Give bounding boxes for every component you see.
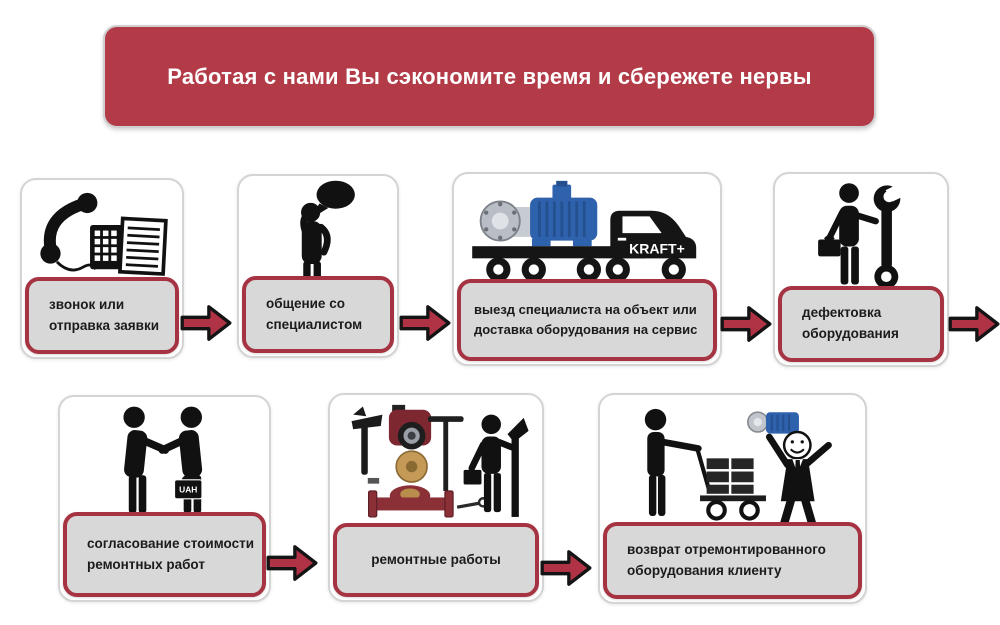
truck-brand-text: KRAFT+: [629, 241, 685, 257]
step-card-specialist: общение со специалистом: [237, 174, 399, 358]
repair-tools-icon: [351, 404, 529, 518]
label-line: возврат отремонтированного: [627, 541, 826, 557]
truck-pump-icon: KRAFT+: [472, 180, 697, 282]
label-line: оборудования клиенту: [627, 562, 782, 578]
flow-arrow-icon: [948, 306, 1000, 342]
step-label-visit: выезд специалиста на объект или доставка…: [457, 279, 717, 361]
flow-arrow-icon: [540, 550, 592, 586]
label-line: общение со: [266, 295, 345, 311]
label-line: дефектовка: [802, 305, 882, 321]
flow-arrow-icon: [720, 306, 772, 342]
banner-title: Работая с нами Вы сэкономите время и сбе…: [167, 63, 812, 89]
label-line: выезд специалиста на объект или: [474, 301, 697, 317]
step-card-visit: KRAFT+ выезд специалиста на объект или д…: [452, 172, 722, 366]
flow-arrow-icon: [180, 305, 232, 341]
briefcase-label-text: UAH: [179, 484, 197, 494]
label-line: доставка оборудования на сервис: [474, 322, 698, 337]
step-card-call: звонок или отправка заявки: [20, 178, 184, 359]
label-line: звонок или: [49, 296, 125, 312]
step-label-return: возврат отремонтированного оборудования …: [603, 522, 862, 599]
flow-arrow-icon: [399, 305, 451, 341]
label-line: ремонтные работы: [371, 551, 501, 567]
label-line: специалистом: [266, 316, 363, 332]
step-label-agreement: согласование стоимости ремонтных работ: [63, 512, 266, 597]
step-card-return: возврат отремонтированного оборудования …: [598, 393, 867, 604]
step-label-specialist: общение со специалистом: [242, 276, 394, 353]
step-card-repair: ремонтные работы: [328, 393, 544, 602]
client-return-icon: [644, 408, 832, 533]
label-line: отправка заявки: [49, 317, 160, 333]
flow-arrow-icon: [266, 545, 318, 581]
label-line: ремонтных работ: [87, 556, 205, 572]
step-label-repair: ремонтные работы: [333, 523, 539, 597]
label-line: оборудования: [802, 326, 899, 341]
handshake-icon: UAH: [122, 406, 203, 513]
step-card-agreement: UAH согласование стоимости ремонтных раб…: [58, 395, 271, 602]
phone-fax-icon: [40, 192, 168, 276]
step-label-defect: дефектовка оборудования: [778, 286, 944, 362]
header-banner: Работая с нами Вы сэкономите время и сбе…: [103, 25, 876, 128]
step-card-defect: дефектовка оборудования: [773, 172, 949, 367]
mechanic-wrench-icon: [818, 178, 914, 289]
step-label-call: звонок или отправка заявки: [25, 277, 179, 354]
label-line: согласование стоимости: [87, 535, 255, 551]
